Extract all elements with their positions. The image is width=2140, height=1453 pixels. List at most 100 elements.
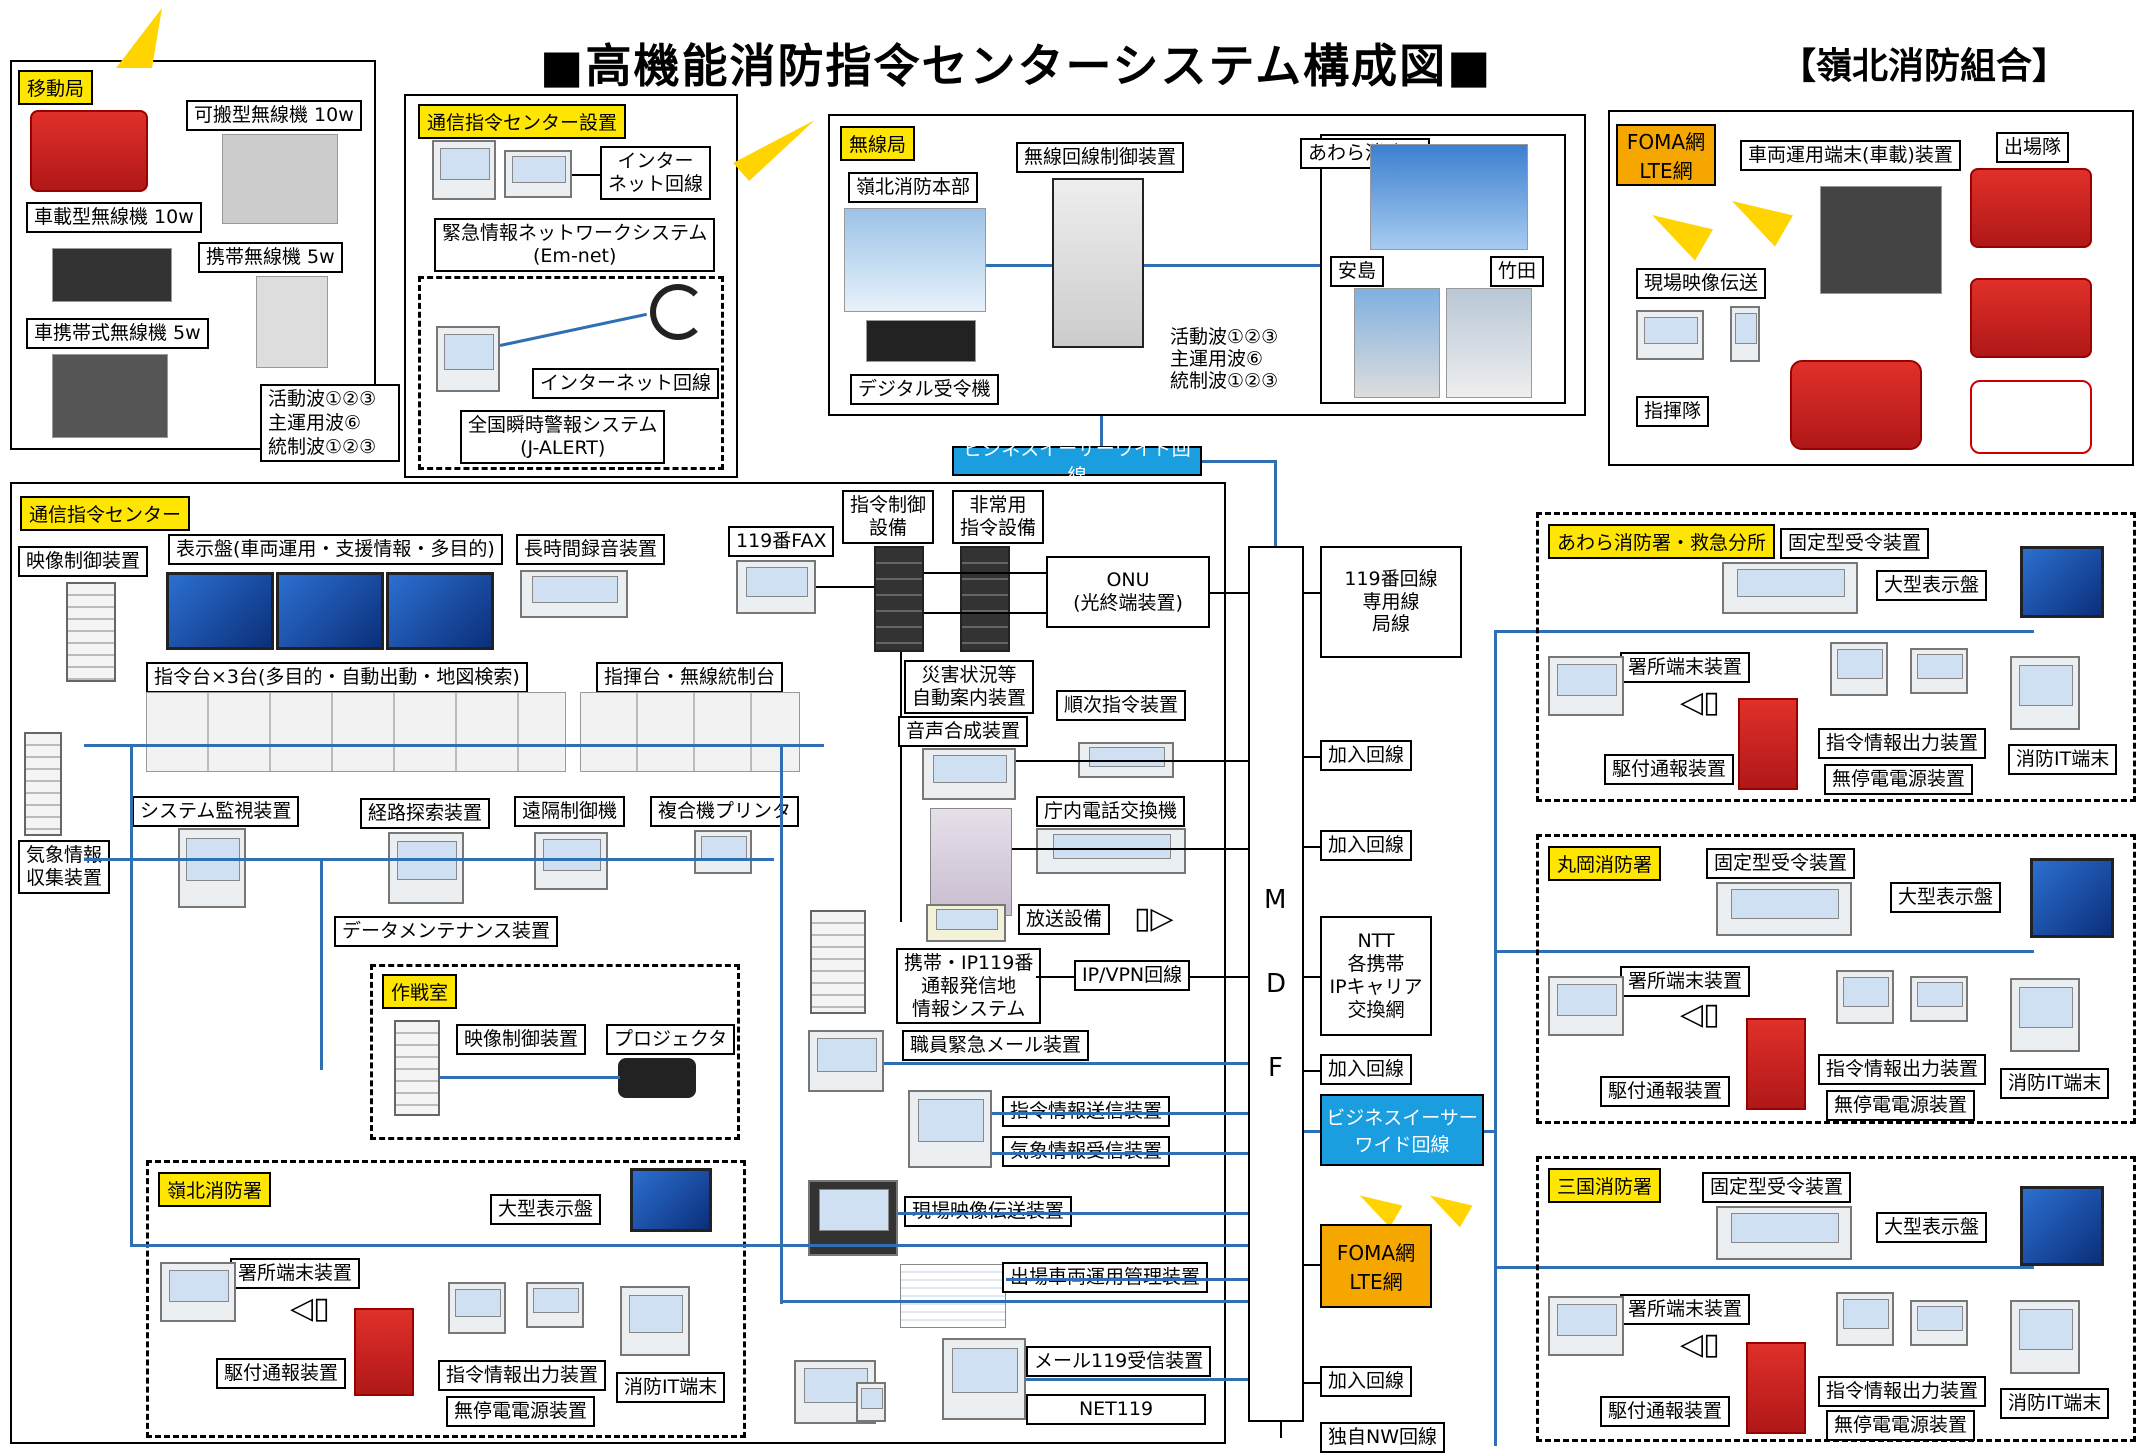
subscriber-line-3: 加入回線 — [1320, 1054, 1413, 1085]
connector-line — [1016, 760, 1248, 762]
command-desks-label: 指令台×3台(多目的・自動出動・地図検索) — [146, 662, 528, 693]
field-video-label: 現場映像伝送 — [1636, 268, 1767, 299]
lightning-icon — [1353, 1184, 1403, 1228]
connector-line — [84, 858, 774, 861]
takeda-antenna-image — [1446, 288, 1532, 398]
it-terminal-image — [2010, 978, 2080, 1052]
alarm-device-label: 駆付通報装置 — [1604, 754, 1735, 785]
connector-line — [1304, 1130, 1320, 1133]
projector-label: プロジェクタ — [606, 1024, 736, 1055]
big-display-image — [630, 1168, 712, 1232]
mobile-wave-1: 活動波①②③ — [268, 388, 377, 410]
cmd-info-printer-label: 指令情報出力装置 — [1818, 1054, 1987, 1085]
connector-line — [884, 1062, 1250, 1065]
ups-label: 無停電電源装置 — [1826, 1410, 1976, 1441]
satellite-dish-icon — [650, 284, 706, 340]
it-terminal-image — [2010, 1300, 2080, 1374]
hq-antenna-image — [844, 208, 986, 312]
own-network-label: 独自NW回線 — [1320, 1422, 1445, 1453]
connector-line — [992, 1152, 1250, 1155]
display-panel-screen-2 — [276, 572, 384, 650]
emergency-command-label: 非常用 指令設備 — [952, 490, 1045, 544]
it-terminal-image — [620, 1286, 690, 1356]
route-search-label: 経路探索装置 — [360, 798, 491, 829]
big-display-label: 大型表示盤 — [1876, 570, 1988, 601]
printer-icon — [504, 150, 572, 198]
connector-line — [1036, 976, 1074, 978]
connector-line — [1144, 264, 1320, 267]
connector-line — [1304, 976, 1320, 978]
weather-collector-label: 気象情報 収集装置 — [18, 840, 111, 894]
computer-icon — [436, 326, 500, 392]
broadcast-label: 放送設備 — [1018, 904, 1111, 935]
connector-line — [898, 1212, 1250, 1215]
it-terminal-label: 消防IT端末 — [2000, 1388, 2110, 1419]
big-display-label: 大型表示盤 — [1890, 882, 2002, 913]
ambulance-image — [1970, 380, 2092, 454]
pbx-phones-image — [1036, 828, 1186, 874]
dispatch-unit-label: 出場隊 — [1996, 132, 2070, 163]
mobile-wave-2: 主運用波⑥ — [268, 412, 362, 434]
mfp-printer-image — [694, 830, 752, 874]
ops-room-title: 作戦室 — [382, 974, 458, 1009]
net119-label: NET119 — [1026, 1394, 1206, 1425]
connector-line — [1304, 1070, 1320, 1072]
ops-room-panel — [370, 964, 740, 1140]
digital-receiver-image — [866, 320, 976, 362]
connector-line — [1304, 592, 1320, 594]
remote-control-image — [534, 832, 608, 890]
station-terminal-label: 署所端末装置 — [230, 1258, 361, 1289]
comm-center-title: 通信指令センター — [20, 496, 191, 531]
connector-line — [1494, 630, 1497, 1446]
command-car-image — [1790, 360, 1922, 450]
pbx-label: 庁内電話交換機 — [1036, 796, 1186, 827]
alarm-device-image — [1738, 698, 1798, 790]
video-control-label: 映像制御装置 — [18, 546, 149, 577]
weather-rx-label: 気象情報受信装置 — [1002, 1136, 1171, 1167]
route-search-image — [388, 832, 464, 904]
anto-label: 安島 — [1330, 256, 1385, 287]
radio-wave-3: 統制波①②③ — [1170, 370, 1279, 392]
it-terminal-label: 消防IT端末 — [616, 1372, 726, 1403]
connector-line — [816, 586, 874, 588]
cmd-info-printer-label: 指令情報出力装置 — [1818, 1376, 1987, 1407]
station-mikuni-title: 三国消防署 — [1548, 1168, 1662, 1203]
recorder-label: 長時間録音装置 — [516, 534, 666, 565]
awara-antenna-image — [1370, 144, 1528, 250]
subscriber-line-4: 加入回線 — [1320, 1366, 1413, 1397]
jalert-dashed-box — [418, 276, 724, 470]
vehicle-radio-image — [52, 248, 172, 302]
subscriber-line-2: 加入回線 — [1320, 830, 1413, 861]
mobile-ip119-label: 携帯・IP119番 通報発信地 情報システム — [896, 948, 1042, 1025]
connector-line — [1304, 846, 1320, 848]
printer-icon — [1910, 648, 1968, 694]
radio-wave-1: 活動波①②③ — [1170, 326, 1279, 348]
connector-line — [1012, 848, 1248, 850]
voice-synth-label: 音声合成装置 — [898, 716, 1029, 747]
connector-line — [1026, 1378, 1250, 1381]
connector-line — [1304, 1264, 1320, 1266]
ops-video-server-image — [394, 1020, 440, 1116]
mdf-letter-m: M — [1264, 885, 1287, 915]
comm-center-install-title: 通信指令センター設置 — [418, 104, 627, 139]
alarm-device-image — [1746, 1018, 1806, 1110]
command-control-rack-image — [874, 546, 924, 652]
speaker-icon: ◁▯ — [290, 1291, 330, 1326]
it-terminal-label: 消防IT端末 — [2000, 1068, 2110, 1099]
vehicle-portable-radio-image — [52, 354, 168, 438]
printer-pc-image — [448, 1282, 506, 1334]
alarm-device-label: 駆付通報装置 — [216, 1358, 347, 1389]
vehicle-terminal-label: 車両運用端末(車載)装置 — [1740, 140, 1961, 171]
ladder-truck-image — [1970, 278, 2092, 358]
foma-lte-network: FOMA網 LTE網 — [1616, 124, 1716, 186]
cmd-info-printer-label: 指令情報出力装置 — [1818, 728, 1987, 759]
radio-station-title: 無線局 — [840, 126, 916, 161]
mail119-image — [942, 1338, 1026, 1420]
speaker-icon: ▯▷ — [1134, 901, 1174, 936]
alarm-device-label: 駆付通報装置 — [1600, 1396, 1731, 1427]
connector-line — [1494, 630, 2034, 633]
command-desks-image — [146, 692, 566, 772]
printer-icon — [1910, 1300, 1968, 1346]
printer-icon — [1910, 976, 1968, 1022]
internet-line-label: インター ネット回線 — [600, 146, 712, 200]
